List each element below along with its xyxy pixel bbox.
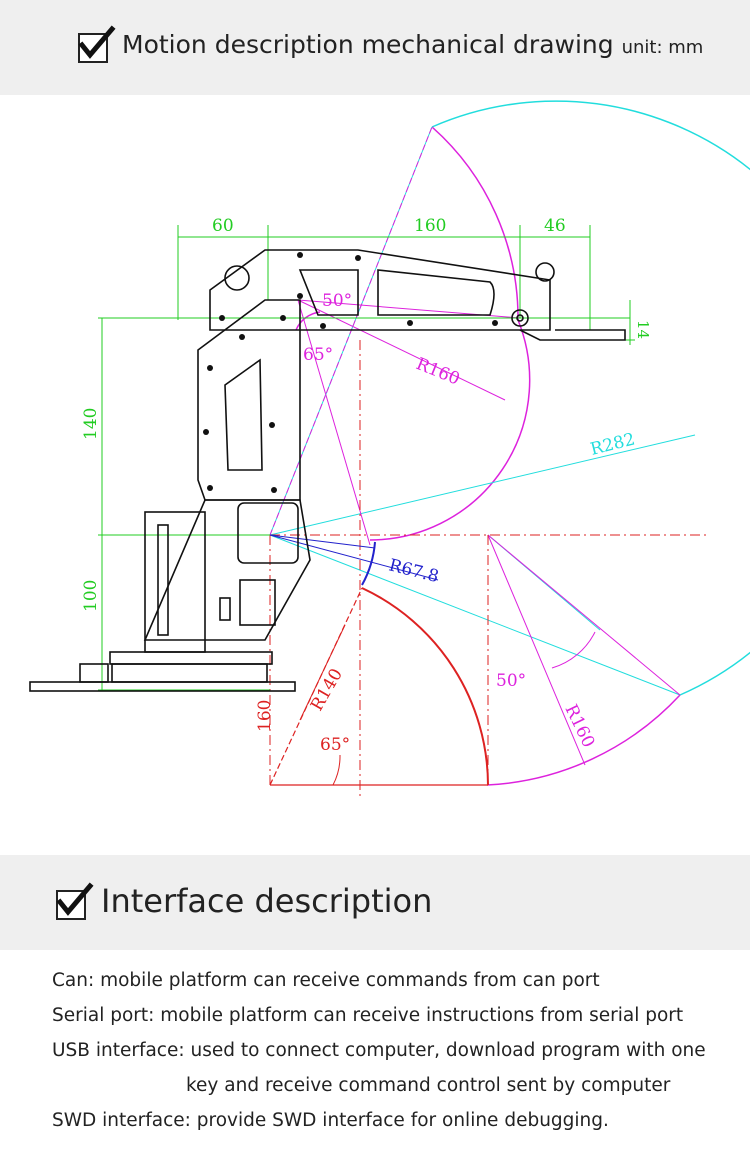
checkbox-icon — [78, 25, 116, 63]
interface-list: Can: mobile platform can receive command… — [52, 963, 732, 1138]
arc-magenta-bottom — [486, 694, 681, 786]
radius-label: R67.8 — [387, 555, 441, 587]
dim-label: 160 — [414, 216, 446, 236]
upper-arm-window — [377, 269, 495, 316]
interface-usb: USB interface: used to connect computer,… — [52, 1040, 706, 1061]
ray — [487, 534, 681, 696]
interface-swd: SWD interface: provide SWD interface for… — [52, 1110, 609, 1131]
interface-serial: Serial port: mobile platform can receive… — [52, 1005, 684, 1026]
pivot — [516, 314, 524, 322]
ray — [269, 534, 681, 696]
ray — [297, 299, 371, 546]
motion-title: Motion description mechanical drawing un… — [122, 30, 703, 59]
unit-label: unit: mm — [621, 37, 704, 58]
dim-label: 160 — [255, 700, 275, 732]
angle-arc — [551, 631, 596, 669]
pivot — [535, 262, 555, 282]
base-block — [79, 663, 109, 683]
ray — [487, 534, 586, 766]
side-port — [239, 579, 276, 626]
lower-arm — [197, 299, 301, 501]
dim-label: 140 — [81, 408, 101, 440]
motor-housing — [237, 502, 299, 564]
angle-label: 50° — [322, 291, 352, 311]
dim-label: 100 — [81, 580, 101, 612]
upper-arm-window — [298, 269, 359, 316]
rear-housing — [144, 511, 206, 653]
arc-r67-8 — [361, 541, 376, 586]
ray — [269, 126, 433, 536]
arc-magenta-top — [431, 126, 519, 321]
reach-arc-r160 — [369, 319, 531, 541]
pivot — [224, 265, 250, 291]
angle-label: 50° — [496, 671, 526, 691]
interface-usb-cont: key and receive command control sent by … — [186, 1075, 671, 1096]
main-body — [143, 499, 311, 641]
base-layer — [109, 651, 273, 665]
mechanical-drawing: 60 160 46 14 140 100 160 50° 65° 65° 50°… — [29, 100, 750, 800]
reach-arc-r282 — [431, 100, 750, 696]
interface-title: Interface description — [101, 882, 433, 920]
angle-arc — [332, 754, 341, 786]
radius-label: R160 — [413, 354, 462, 389]
lower-arm-window — [224, 358, 263, 471]
dim-label: 60 — [212, 216, 234, 236]
pivot — [511, 309, 529, 327]
upper-arm — [209, 249, 551, 331]
ray — [269, 534, 376, 549]
radius-label: R160 — [561, 701, 599, 750]
arc-r140 — [361, 587, 489, 786]
dim-line — [299, 624, 346, 721]
dim-label: 46 — [544, 216, 566, 236]
dim-label: 14 — [634, 320, 652, 339]
base-layer — [111, 663, 268, 683]
section-header-interface — [0, 855, 750, 950]
checkbox-icon — [56, 882, 94, 920]
angle-label: 65° — [303, 345, 333, 365]
end-effector — [519, 329, 626, 341]
ray — [297, 299, 506, 401]
robot-arm — [29, 249, 626, 692]
angle-label: 65° — [320, 735, 350, 755]
section-header-motion — [0, 0, 750, 95]
radius-label: R140 — [307, 665, 347, 714]
interface-can: Can: mobile platform can receive command… — [52, 970, 600, 991]
motion-title-text: Motion description mechanical drawing — [122, 30, 614, 59]
port-slot — [219, 597, 231, 621]
rear-slot — [157, 524, 169, 636]
bolts — [203, 252, 498, 493]
radius-label: R282 — [588, 429, 637, 459]
ray — [269, 434, 696, 536]
